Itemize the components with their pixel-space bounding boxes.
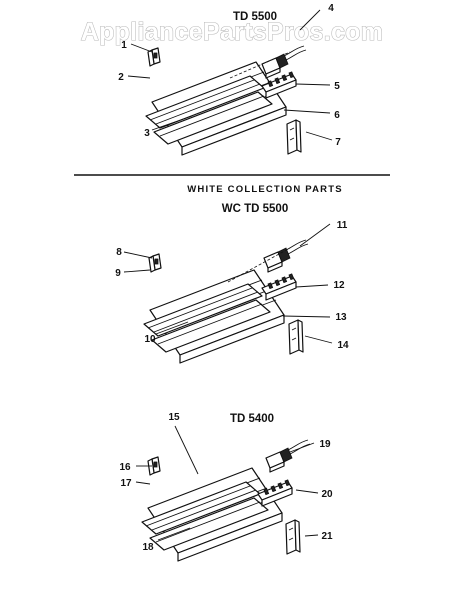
- callout-label: 20: [321, 489, 333, 500]
- callout-label: 6: [334, 110, 340, 121]
- callout-label: 9: [115, 268, 121, 279]
- console-assembly: [143, 269, 285, 364]
- terminal-block-part: [261, 273, 297, 301]
- callout-label: 3: [144, 128, 150, 139]
- callout-label: 11: [337, 220, 348, 231]
- bracket-part: [148, 253, 162, 273]
- watermark-text: AppliancePartsPros.com: [81, 18, 384, 46]
- switch-part: [265, 439, 311, 473]
- callout-label: 18: [142, 542, 154, 553]
- callout-label: 10: [144, 334, 156, 345]
- callout-label: 21: [321, 531, 333, 542]
- switch-part: [261, 45, 307, 79]
- section-wc-td-5500: WHITE COLLECTION PARTS WC TD 5500 8 9 10…: [115, 184, 349, 364]
- callout-label: 4: [328, 3, 334, 14]
- end-cap-part: [288, 319, 304, 355]
- console-assembly: [141, 467, 283, 562]
- callout-label: 2: [118, 72, 124, 83]
- callout-label: 8: [116, 247, 122, 258]
- callout-label: 5: [334, 81, 340, 92]
- callout-label: 16: [119, 462, 131, 473]
- callout-label: 1: [121, 40, 127, 51]
- section-td-5400: TD 5400 15 16 17 18 19 20 21: [119, 412, 333, 562]
- callout-label: 14: [337, 340, 349, 351]
- callout-label: 15: [168, 412, 180, 423]
- section-td-5500: TD 5500 1 2 3 4 5 6 7: [118, 3, 341, 156]
- section-subtitle: WHITE COLLECTION PARTS: [187, 184, 343, 195]
- end-cap-part: [285, 519, 301, 555]
- section-title: TD 5400: [230, 413, 274, 425]
- callout-label: 17: [120, 478, 132, 489]
- section-title: TD 5500: [233, 11, 277, 23]
- callout-label: 19: [319, 439, 331, 450]
- console-assembly: [145, 61, 287, 156]
- callout-label: 12: [333, 280, 345, 291]
- callout-label: 13: [335, 312, 347, 323]
- section-title: WC TD 5500: [222, 203, 288, 215]
- end-cap-part: [286, 119, 302, 155]
- callout-label: 7: [335, 137, 341, 148]
